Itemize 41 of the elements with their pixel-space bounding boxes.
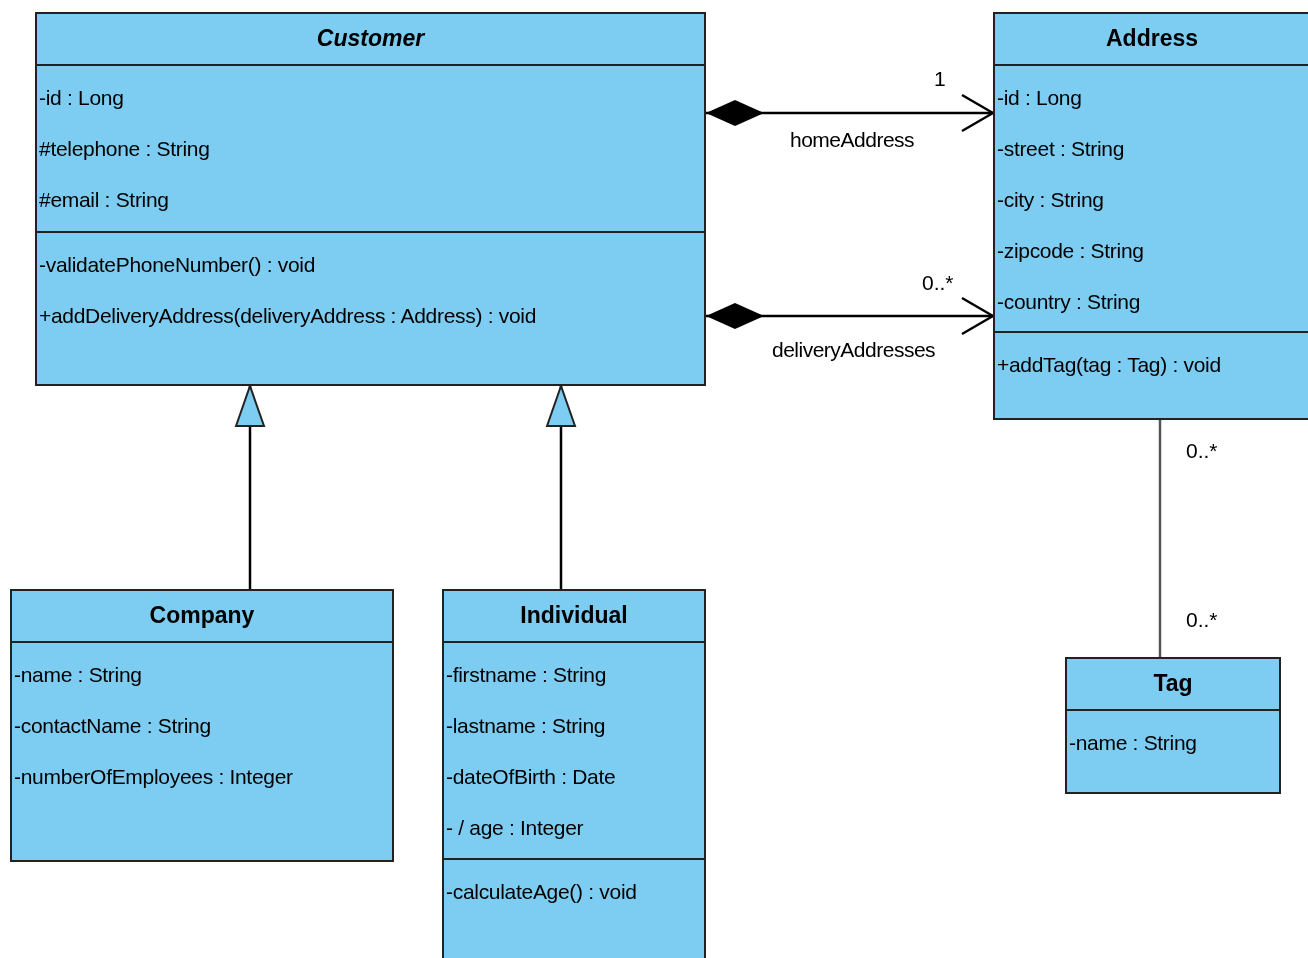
class-member: #email : String bbox=[38, 187, 169, 213]
edge-label: homeAddress bbox=[790, 127, 915, 153]
class-box bbox=[35, 12, 706, 386]
multiplicity-label: 1 bbox=[934, 66, 946, 92]
generalization-arrow bbox=[546, 385, 576, 589]
class-member: -validatePhoneNumber() : void bbox=[38, 252, 316, 278]
class-member: -calculateAge() : void bbox=[445, 879, 637, 905]
multiplicity-label: 0..* bbox=[1186, 438, 1218, 464]
class-name: Individual bbox=[519, 601, 629, 630]
class-member: -country : String bbox=[996, 289, 1141, 315]
edge-label: deliveryAddresses bbox=[772, 337, 936, 363]
class-member: -numberOfEmployees : Integer bbox=[13, 764, 293, 790]
class-name: Tag bbox=[1152, 669, 1194, 698]
generalization-arrow bbox=[235, 385, 265, 589]
composition-arrow bbox=[706, 93, 995, 133]
class-name: Company bbox=[148, 601, 256, 630]
class-member: -id : Long bbox=[996, 85, 1082, 111]
multiplicity-label: 0..* bbox=[1186, 607, 1218, 633]
class-member: -city : String bbox=[996, 187, 1104, 213]
class-member: -contactName : String bbox=[13, 713, 211, 739]
class-name: Address bbox=[1104, 24, 1199, 53]
class-box bbox=[442, 589, 706, 958]
class-member: #telephone : String bbox=[38, 136, 210, 162]
class-member: -lastname : String bbox=[445, 713, 606, 739]
class-box bbox=[10, 589, 394, 862]
class-member: -firstname : String bbox=[445, 662, 606, 688]
class-member: -name : String bbox=[13, 662, 142, 688]
class-member: -street : String bbox=[996, 136, 1125, 162]
class-member: -dateOfBirth : Date bbox=[445, 764, 616, 790]
class-name: Customer bbox=[315, 24, 426, 53]
class-member: +addTag(tag : Tag) : void bbox=[996, 352, 1221, 378]
class-box bbox=[993, 12, 1308, 420]
multiplicity-label: 0..* bbox=[922, 270, 954, 296]
class-member: -zipcode : String bbox=[996, 238, 1144, 264]
class-member: +addDeliveryAddress(deliveryAddress : Address) : void bbox=[38, 303, 537, 329]
class-box bbox=[1065, 657, 1281, 794]
class-member: -name : String bbox=[1068, 730, 1197, 756]
association-line bbox=[1158, 420, 1162, 657]
composition-arrow bbox=[706, 296, 995, 336]
class-member: -id : Long bbox=[38, 85, 124, 111]
class-member: - / age : Integer bbox=[445, 815, 584, 841]
